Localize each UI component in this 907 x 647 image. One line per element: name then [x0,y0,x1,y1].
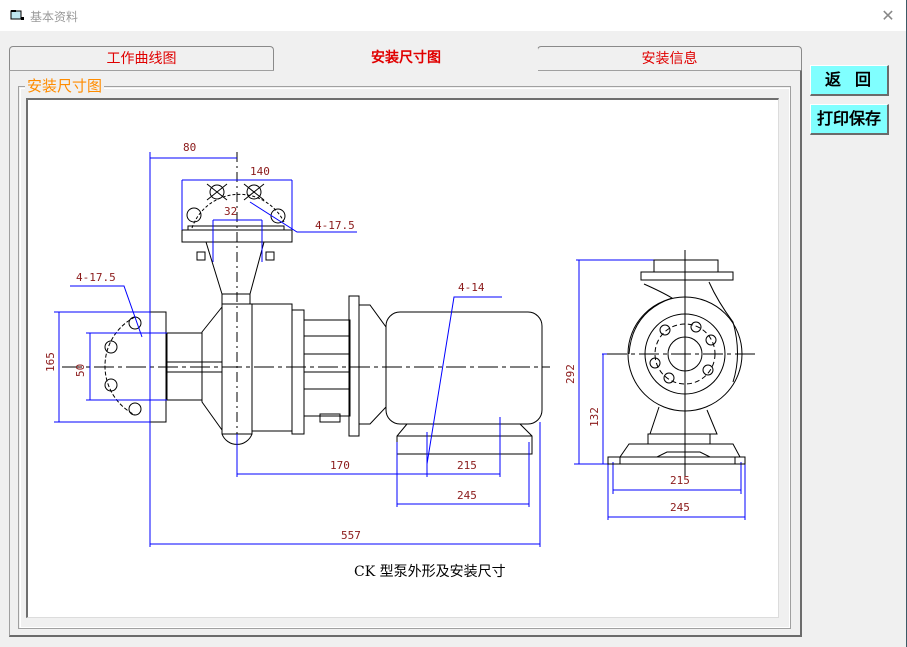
tab-label: 安装信息 [641,51,698,67]
dim-inlet-bolts: 4-17.5 [76,271,116,284]
pump-front-view [62,152,550,462]
dimension-labels: 80 140 32 4-17.5 4-17.5 165 50 4-14 170 … [44,141,690,580]
tab-install-info[interactable]: 安装信息 [537,46,802,71]
pump-dimension-drawing: 80 140 32 4-17.5 4-17.5 165 50 4-14 170 … [44,141,757,580]
tab-install-dimensions[interactable]: 安装尺寸图 [274,45,538,72]
dim-outlet-bolts: 4-17.5 [315,219,355,232]
dimension-lines [54,152,746,547]
dim-top-offset: 80 [183,141,196,154]
close-button[interactable]: ✕ [876,4,900,26]
tab-performance-curve[interactable]: 工作曲线图 [9,46,274,71]
dim-side-base-width: 245 [670,501,690,514]
pump-side-view [607,250,757,477]
dim-outlet-flange-width: 140 [250,165,270,178]
title-bar: 基本资料 ✕ [0,0,906,31]
drawing-canvas: 80 140 32 4-17.5 4-17.5 165 50 4-14 170 … [26,98,779,618]
dim-side-center-height: 132 [588,407,601,427]
dim-base-width: 245 [457,489,477,502]
tab-panel: 安装尺寸图 [9,70,802,637]
dim-outlet-bore: 32 [224,205,237,218]
window-title: 基本资料 [30,10,79,24]
tab-control: 工作曲线图 安装尺寸图 安装信息 安装尺寸图 [9,45,803,638]
dim-overall-length: 557 [341,529,361,542]
dim-motor-bolts: 4-14 [458,281,485,294]
motor-body [385,311,543,425]
folder-icon [10,10,24,20]
close-icon: ✕ [881,5,895,25]
dim-side-bolt-span: 215 [670,474,690,487]
group-label: 安装尺寸图 [25,77,105,95]
dim-inlet-bore: 50 [74,364,87,377]
dim-base-bolt-span: 215 [457,459,477,472]
dim-inlet-flange-height: 165 [44,352,57,372]
tab-label: 工作曲线图 [106,51,177,67]
dim-side-total-height: 292 [564,364,577,384]
dim-pump-to-base: 170 [330,459,350,472]
back-button[interactable]: 返回 [810,65,889,96]
tab-label: 安装尺寸图 [371,50,441,66]
print-save-button[interactable]: 打印保存 [810,104,889,135]
groupbox-install-dimensions: 安装尺寸图 [18,78,791,629]
drawing-caption: CK 型泵外形及安装尺寸 [354,564,506,580]
